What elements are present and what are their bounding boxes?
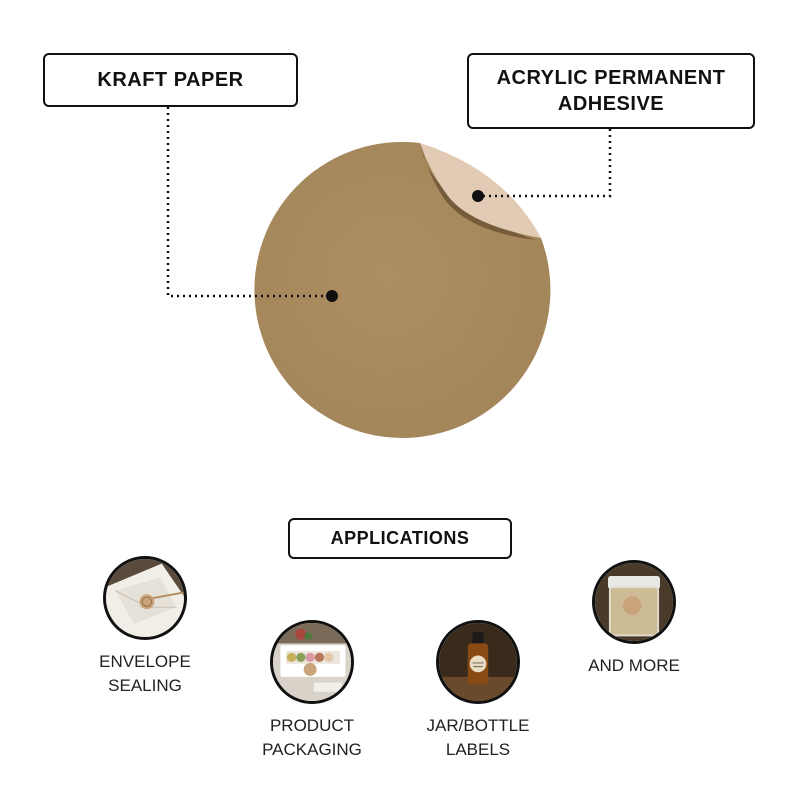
peel-shadow [420, 143, 536, 240]
packaging-label-line1: PRODUCT [269, 716, 355, 735]
jar-photo-icon [592, 560, 676, 644]
macaron-box-photo-icon [270, 620, 354, 704]
and-more-label: AND MORE [588, 654, 680, 678]
packaging-label-line2: PACKAGING [262, 740, 362, 759]
adhesive-backing [420, 143, 541, 238]
adhesive-callout: ACRYLIC PERMANENT ADHESIVE [467, 53, 755, 129]
jar-bottle-labels-label: JAR/BOTTLE LABELS [427, 714, 530, 762]
bottle-label-line2: LABELS [445, 740, 511, 759]
application-envelope: ENVELOPE SEALING [65, 556, 225, 698]
bottle-photo-icon [436, 620, 520, 704]
product-packaging-label: PRODUCT PACKAGING [262, 714, 362, 762]
application-packaging: PRODUCT PACKAGING [232, 620, 392, 762]
applications-heading-label: APPLICATIONS [330, 528, 470, 548]
envelope-label-line1: ENVELOPE [99, 652, 191, 671]
envelope-sealing-label: ENVELOPE SEALING [99, 650, 191, 698]
kraft-sticker [254, 141, 551, 438]
kraft-paper-callout: KRAFT PAPER [43, 53, 298, 107]
bottle-label-line1: JAR/BOTTLE [426, 716, 530, 735]
adhesive-leader-line [478, 129, 612, 198]
more-label-line1: AND MORE [588, 656, 680, 675]
application-bottle: JAR/BOTTLE LABELS [398, 620, 558, 762]
applications-heading: APPLICATIONS [288, 518, 512, 559]
envelope-label-line2: SEALING [108, 676, 182, 695]
adhesive-label-line2: ADHESIVE [557, 93, 665, 115]
adhesive-leader-dot [472, 190, 484, 202]
envelope-photo-icon [103, 556, 187, 640]
application-more: AND MORE [554, 560, 714, 678]
kraft-leader-dot [326, 290, 338, 302]
adhesive-label-line1: ACRYLIC PERMANENT [496, 67, 726, 89]
kraft-paper-label: KRAFT PAPER [97, 68, 244, 91]
